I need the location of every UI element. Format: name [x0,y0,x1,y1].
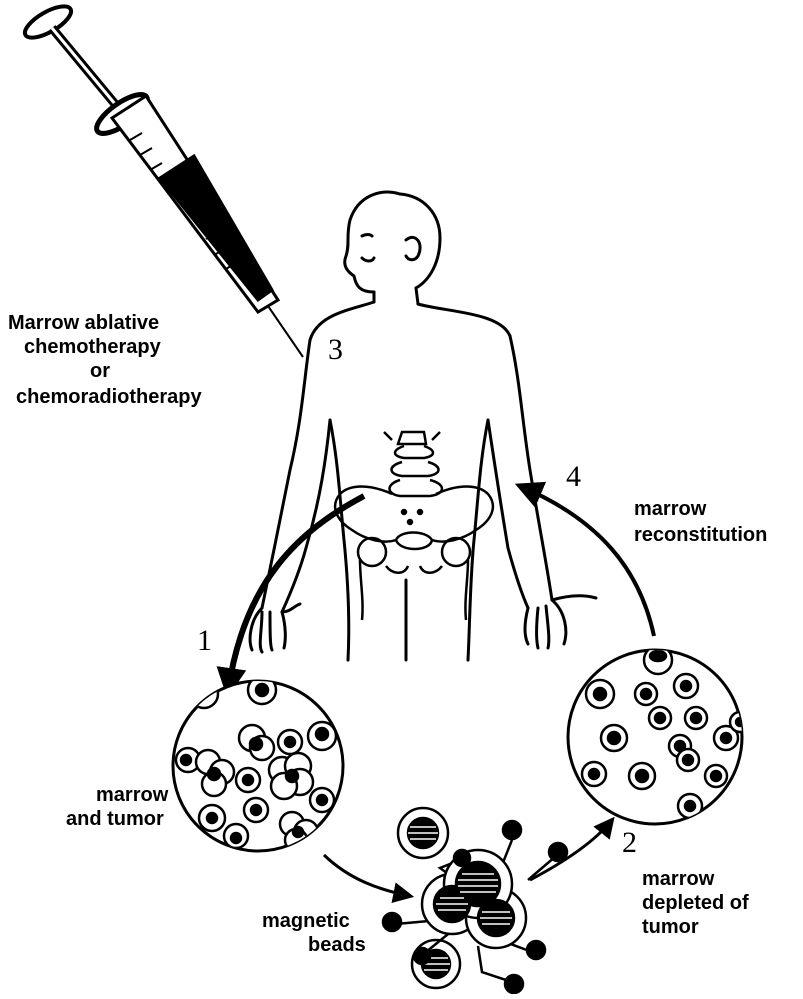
normal-cell [674,674,698,698]
arrow-to-beads [324,855,410,896]
label-step-3-line-1: Marrow ablative [8,312,159,334]
label-step-4-line-1: marrow [634,498,706,520]
normal-cell [244,798,268,822]
marrow-and-tumor-circle [173,676,343,851]
label-step-3-line-4: chemoradiotherapy [16,386,202,408]
normal-cell [629,763,655,789]
label-step-4-line-2: reconstitution [634,524,767,546]
normal-cell [190,680,218,708]
syringe-icon [20,0,303,357]
label-marrow-depleted-line-3: tumor [642,916,699,938]
label-step-3-line-2: chemotherapy [24,336,161,358]
marrow-depleted-circle [568,646,750,824]
label-marrow-depleted-line-1: marrow [642,868,714,890]
normal-cell [635,683,657,705]
normal-cell [199,805,225,831]
step-number-2: 2 [622,828,637,858]
human-figure-icon [250,192,596,660]
normal-cell [677,749,699,771]
label-marrow-and-tumor-line-1: marrow [96,784,168,806]
normal-cell [649,707,671,729]
step-number-4: 4 [566,462,581,492]
normal-cell [310,788,334,812]
arrow-step-2 [530,820,612,880]
normal-cell [224,824,248,848]
step-number-3: 3 [328,335,343,365]
tumor-cluster [269,753,313,799]
normal-cell [601,725,627,751]
spine-icon [384,432,442,496]
label-step-3-line-3: or [90,360,110,382]
normal-cell [582,762,606,786]
label-marrow-depleted-line-2: depleted of [642,892,749,914]
step-number-1: 1 [197,626,212,656]
normal-cell [308,722,336,750]
normal-cell [236,768,260,792]
normal-cell [685,707,707,729]
normal-cell [278,730,302,754]
label-magnetic-beads-line-1: magnetic [262,910,350,932]
label-magnetic-beads-line-2: beads [308,934,366,956]
label-marrow-and-tumor-line-2: and tumor [66,808,164,830]
normal-cell [678,794,702,818]
normal-cell [705,765,727,787]
magnetic-beads-cluster [383,808,567,993]
normal-cell [586,680,614,708]
